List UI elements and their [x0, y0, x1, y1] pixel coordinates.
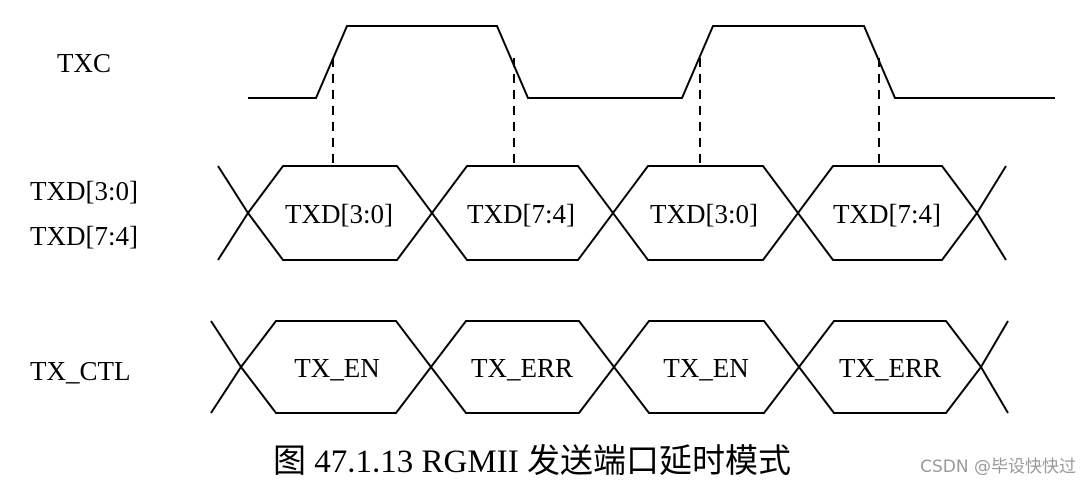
txc-clock-waveform [248, 25, 1055, 99]
ctl-cell-4: TX_ERR [839, 353, 941, 383]
ctl-cell-1: TX_EN [294, 353, 379, 383]
ctl-cell-2: TX_ERR [471, 353, 573, 383]
figure-caption: 图 47.1.13 RGMII 发送端口延时模式 [273, 443, 791, 480]
txd-cell-4: TXD[7:4] [833, 199, 941, 229]
tx-ctl-bus-waveform [210, 320, 1009, 414]
txd-cell-3: TXD[3:0] [650, 199, 758, 229]
txd-cell-2: TXD[7:4] [467, 199, 575, 229]
txd-signal-label-line1: TXD[3:0] [30, 176, 138, 206]
txd-bus-waveform [217, 165, 1007, 261]
tx-ctl-signal-label: TX_CTL [30, 356, 131, 386]
txd-cell-1: TXD[3:0] [285, 199, 393, 229]
ctl-cell-3: TX_EN [663, 353, 748, 383]
watermark-text: CSDN @毕设快快过 [920, 457, 1076, 477]
txd-signal-label-line2: TXD[7:4] [30, 221, 138, 251]
txc-signal-label: TXC [57, 48, 111, 78]
